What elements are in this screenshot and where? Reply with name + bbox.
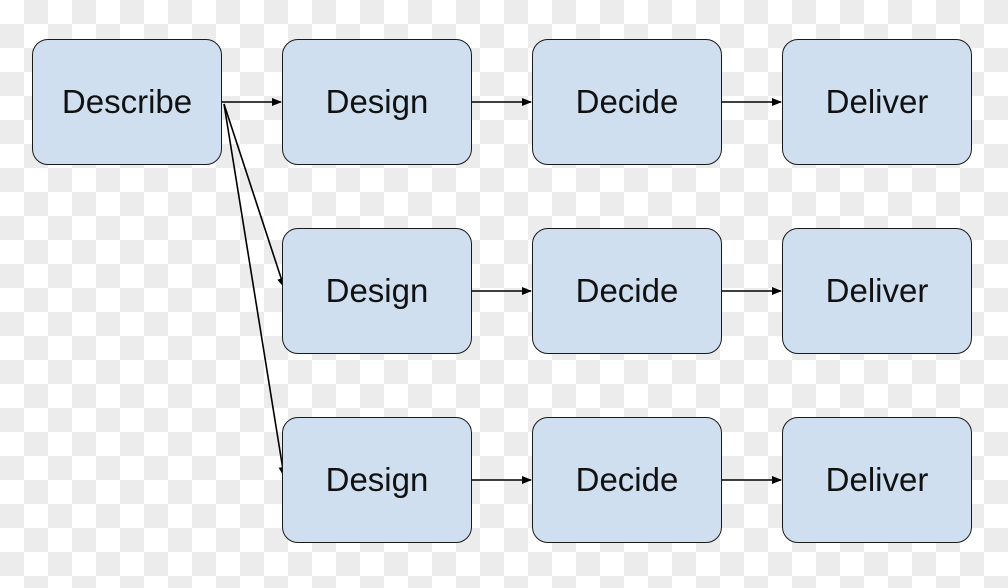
design-label-1: Design [325, 83, 429, 120]
design-node-3[interactable]: Design [282, 417, 472, 543]
deliver-label-1: Deliver [825, 83, 929, 120]
decide-node-2[interactable]: Decide [532, 228, 722, 354]
decide-node-3[interactable]: Decide [532, 417, 722, 543]
design-label-3: Design [325, 461, 429, 498]
decide-label-2: Decide [575, 272, 679, 309]
deliver-node-3[interactable]: Deliver [782, 417, 972, 543]
decide-label-1: Decide [575, 83, 679, 120]
decide-label-3: Decide [575, 461, 679, 498]
design-node-2[interactable]: Design [282, 228, 472, 354]
arrow-describe-to-design-2 [223, 103, 285, 288]
design-label-2: Design [325, 272, 429, 309]
arrow-describe-to-design-3 [223, 103, 287, 477]
design-node-1[interactable]: Design [282, 39, 472, 165]
deliver-node-2[interactable]: Deliver [782, 228, 972, 354]
describe-label: Describe [61, 83, 193, 120]
describe-node[interactable]: Describe [32, 39, 222, 165]
decide-node-1[interactable]: Decide [532, 39, 722, 165]
deliver-label-2: Deliver [825, 272, 929, 309]
deliver-label-3: Deliver [825, 461, 929, 498]
deliver-node-1[interactable]: Deliver [782, 39, 972, 165]
